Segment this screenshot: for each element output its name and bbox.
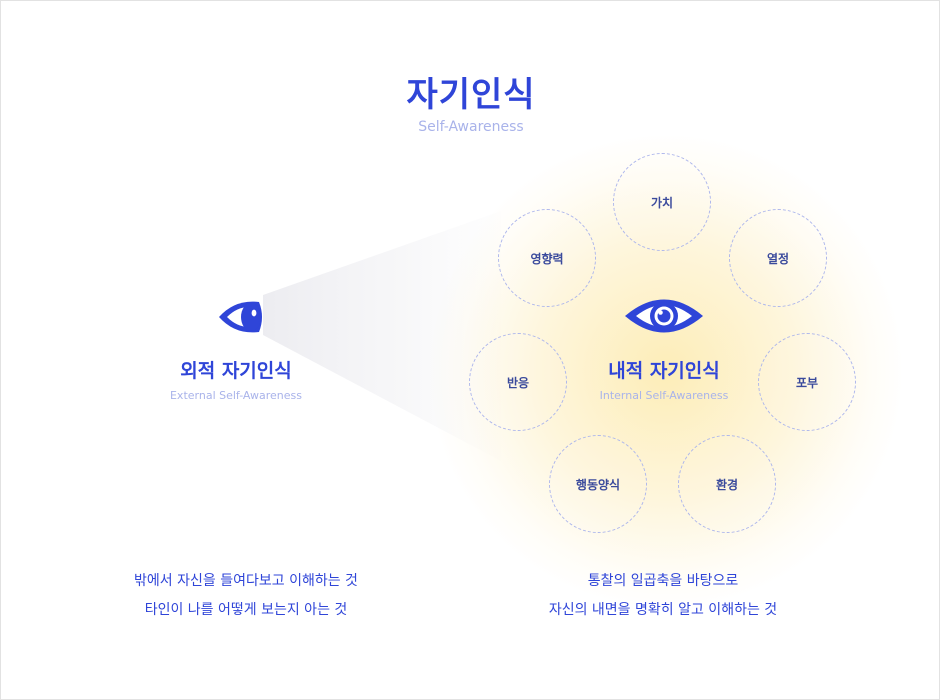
eye-icon: [219, 301, 262, 333]
external-desc-line: 타인이 나를 어떻게 보는지 아는 것: [144, 602, 348, 618]
axis-circle-aspiration: 포부: [758, 333, 856, 431]
page-title: 자기인식: [406, 75, 536, 115]
axis-circle-reaction: 반응: [469, 333, 567, 431]
axis-circle-passion: 열정: [729, 209, 827, 307]
axis-circle-behavior: 행동양식: [549, 435, 647, 533]
page-subtitle: Self-Awareness: [418, 119, 524, 135]
axis-circle-environment: 환경: [678, 435, 776, 533]
external-description: 밖에서 자신을 들여다보고 이해하는 것 타인이 나를 어떻게 보는지 아는 것: [71, 567, 421, 625]
external-desc-line: 밖에서 자신을 들여다보고 이해하는 것: [134, 573, 358, 589]
internal-desc-line: 자신의 내면을 명확히 알고 이해하는 것: [548, 602, 778, 618]
internal-subtitle: Internal Self-Awareness: [599, 389, 729, 402]
axis-circle-influence: 영향력: [498, 209, 596, 307]
eye-icon: [625, 299, 703, 333]
internal-description: 통찰의 일곱축을 바탕으로 자신의 내면을 명확히 알고 이해하는 것: [483, 567, 843, 625]
axis-circle-value: 가치: [613, 153, 711, 251]
external-subtitle: External Self-Awareness: [169, 389, 302, 402]
external-title: 외적 자기인식: [180, 360, 292, 382]
internal-title: 내적 자기인식: [608, 360, 720, 382]
internal-desc-line: 통찰의 일곱축을 바탕으로: [587, 573, 739, 589]
